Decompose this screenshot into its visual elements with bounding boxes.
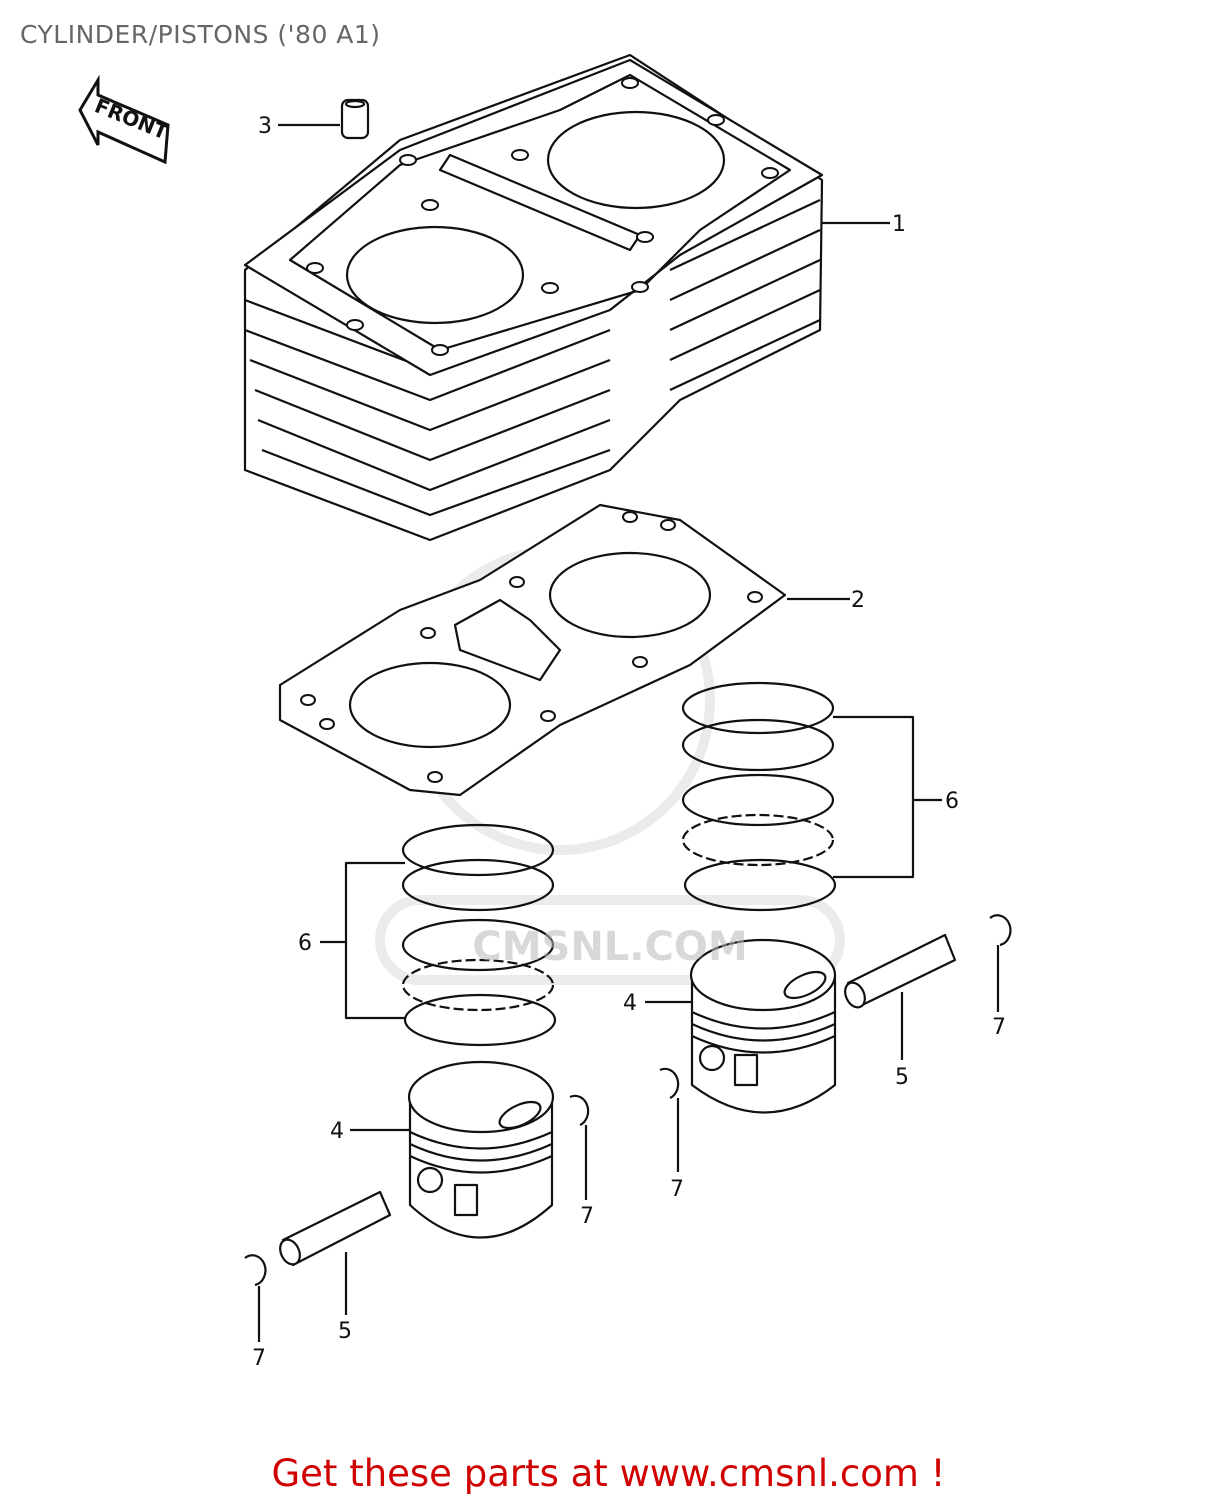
callout-1[interactable]: 1 xyxy=(892,212,906,237)
callout-6-right[interactable]: 6 xyxy=(945,789,959,814)
piston-ring-set-right[interactable] xyxy=(681,681,837,912)
callout-leaders xyxy=(257,123,1000,1342)
callout-7-far-left[interactable]: 7 xyxy=(252,1346,266,1371)
callout-5-right[interactable]: 5 xyxy=(895,1065,909,1090)
callout-6-left[interactable]: 6 xyxy=(298,931,312,956)
shop-link-footer[interactable]: Get these parts at www.cmsnl.com ! xyxy=(271,1452,946,1495)
cylinder-base-gasket[interactable] xyxy=(278,503,787,797)
front-arrow-icon: FRONT xyxy=(78,74,172,165)
piston-pin-right[interactable] xyxy=(841,933,957,1011)
circlip-far-right[interactable] xyxy=(989,914,1012,947)
circlip-mid[interactable] xyxy=(659,1067,680,1099)
piston-ring-set-left[interactable] xyxy=(401,823,557,1047)
callout-2[interactable]: 2 xyxy=(851,588,865,613)
circlip-left-piston[interactable] xyxy=(569,1094,590,1126)
callout-4-right[interactable]: 4 xyxy=(623,991,637,1016)
callout-3[interactable]: 3 xyxy=(258,114,272,139)
circlip-far-left[interactable] xyxy=(244,1254,267,1287)
piston-left[interactable] xyxy=(407,1060,555,1239)
callout-4-left[interactable]: 4 xyxy=(330,1119,344,1144)
piston-pin-left[interactable] xyxy=(276,1190,392,1268)
callout-7-far-right[interactable]: 7 xyxy=(992,1015,1006,1040)
callout-7-mid[interactable]: 7 xyxy=(670,1177,684,1202)
callout-7-left-piston[interactable]: 7 xyxy=(580,1204,594,1229)
cylinder-block[interactable] xyxy=(243,53,824,542)
piston-right[interactable] xyxy=(689,938,837,1114)
callout-5-left[interactable]: 5 xyxy=(338,1319,352,1344)
diagram-title: CYLINDER/PISTONS ('80 A1) xyxy=(20,20,381,49)
dowel-pin[interactable] xyxy=(340,98,370,140)
